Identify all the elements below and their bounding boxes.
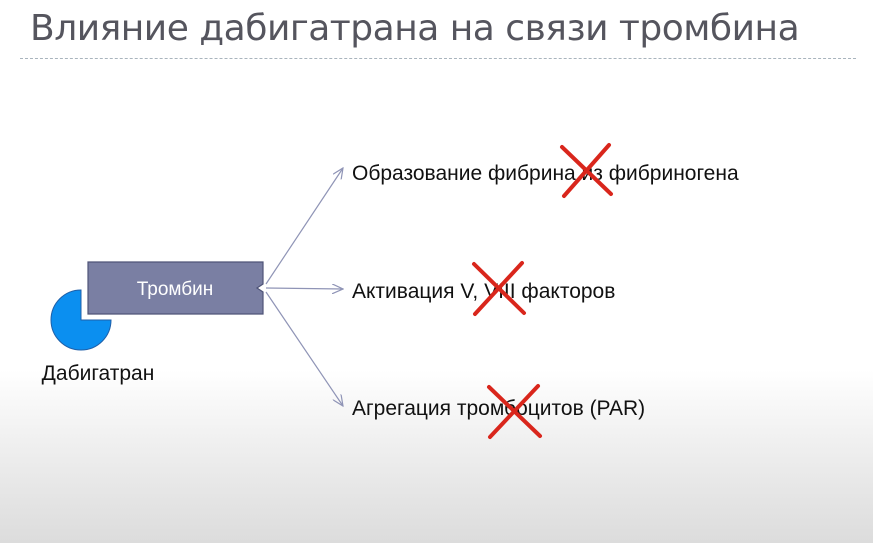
arrow-to-factors [265, 288, 343, 289]
target-fibrin-label: Образование фибрина из фибриногена [352, 162, 739, 185]
target-factors-label: Активация V, VIII факторов [352, 280, 615, 303]
blocked-cross-fibrin [560, 143, 613, 198]
blocked-cross-platelets [487, 384, 542, 439]
thrombin-box [87, 261, 264, 315]
thrombin-label: Тромбин [137, 279, 214, 300]
title-divider [20, 58, 856, 59]
dabigatran-pie-shape [50, 289, 112, 351]
target-platelets-label: Агрегация тромбоцитов (PAR) [352, 397, 645, 420]
blocked-cross-factors [472, 261, 526, 316]
arrow-to-fibrin [265, 168, 343, 285]
dabigatran-label: Дабигатран [42, 362, 155, 385]
arrow-to-platelets [265, 291, 343, 406]
slide-title: Влияние дабигатрана на связи тромбина [30, 8, 800, 49]
